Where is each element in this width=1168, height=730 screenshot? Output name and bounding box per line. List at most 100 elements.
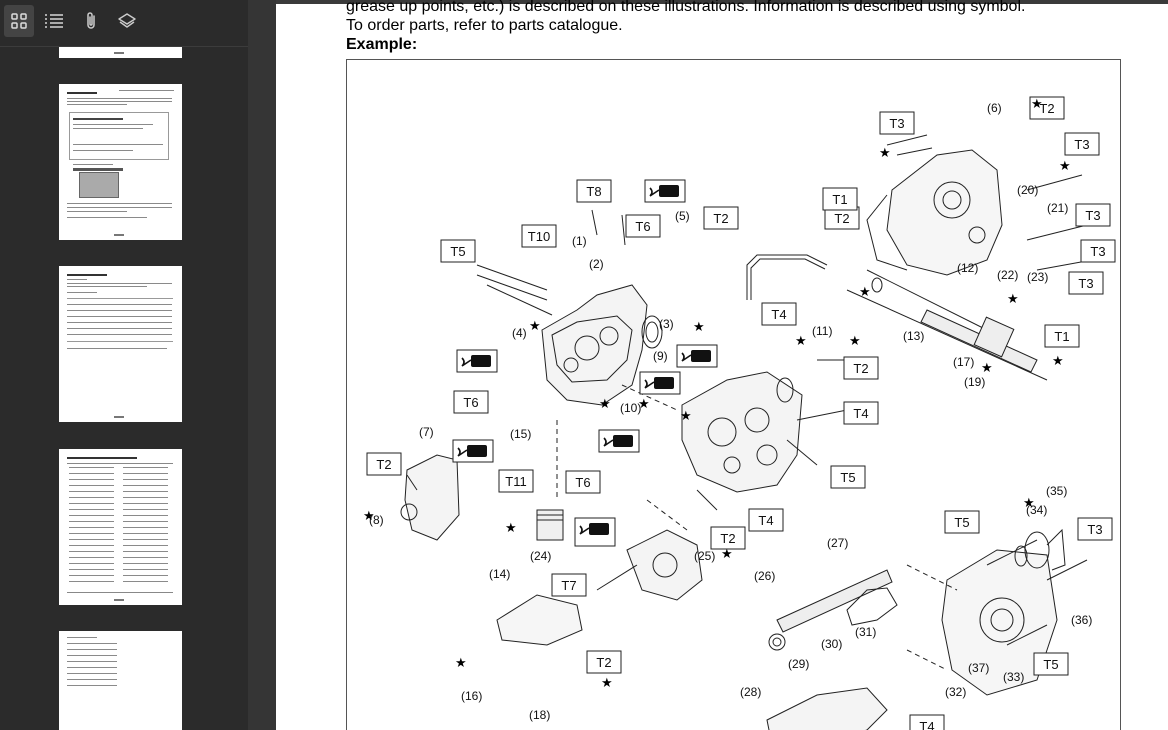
svg-text:T2: T2 [376, 457, 391, 472]
svg-text:T5: T5 [840, 470, 855, 485]
svg-text:T6: T6 [575, 475, 590, 490]
part-reference-label: (32) [945, 685, 966, 699]
part-reference-label: (16) [461, 689, 482, 703]
torque-box: T3 [1068, 271, 1104, 295]
star-marker-icon: ★ [1007, 291, 1019, 306]
lubricant-symbol-icon [456, 349, 498, 373]
star-marker-icon: ★ [363, 508, 375, 523]
torque-box: T4 [843, 401, 879, 425]
svg-text:T3: T3 [1090, 244, 1105, 259]
torque-box: T8 [576, 179, 612, 203]
svg-text:T2: T2 [853, 361, 868, 376]
torque-box: T3 [1080, 239, 1116, 263]
svg-text:T2: T2 [713, 211, 728, 226]
page-thumbnail[interactable] [59, 266, 182, 422]
lubricant-symbol-icon [574, 517, 616, 547]
torque-box: T2 [710, 526, 746, 550]
part-reference-label: (14) [489, 567, 510, 581]
page-thumbnail[interactable] [59, 84, 182, 240]
part-reference-label: (35) [1046, 484, 1067, 498]
svg-text:T4: T4 [758, 513, 773, 528]
part-reference-label: (36) [1071, 613, 1092, 627]
part-reference-label: (21) [1047, 201, 1068, 215]
part-reference-label: (9) [653, 349, 668, 363]
part-reference-label: (7) [419, 425, 434, 439]
star-marker-icon: ★ [455, 655, 467, 670]
svg-text:T3: T3 [1074, 137, 1089, 152]
lubricant-symbol-icon [676, 344, 718, 368]
svg-text:T4: T4 [919, 719, 934, 730]
thumbnails-view-button[interactable] [4, 5, 34, 37]
torque-box: T3 [1064, 132, 1100, 156]
svg-text:T1: T1 [832, 192, 847, 207]
torque-box: T2 [366, 452, 402, 476]
svg-text:T2: T2 [720, 531, 735, 546]
svg-text:T3: T3 [1078, 276, 1093, 291]
svg-text:T2: T2 [834, 211, 849, 226]
torque-box: T6 [625, 214, 661, 238]
torque-box: T2 [586, 650, 622, 674]
part-reference-label: (25) [694, 549, 715, 563]
part-reference-label: (26) [754, 569, 775, 583]
part-reference-label: (33) [1003, 670, 1024, 684]
layers-icon [118, 13, 136, 28]
part-reference-label: (12) [957, 261, 978, 275]
sidebar-splitter[interactable] [248, 0, 276, 730]
part-reference-label: (30) [821, 637, 842, 651]
star-marker-icon: ★ [879, 145, 891, 160]
torque-box: T2 [824, 206, 860, 230]
svg-text:T3: T3 [889, 116, 904, 131]
torque-box: T2 [843, 356, 879, 380]
lubricant-symbol-icon [452, 439, 494, 463]
star-marker-icon: ★ [721, 546, 733, 561]
part-reference-label: (5) [675, 209, 690, 223]
torque-box: T3 [1075, 203, 1111, 227]
part-reference-label: (2) [589, 257, 604, 271]
star-marker-icon: ★ [599, 396, 611, 411]
star-marker-icon: ★ [680, 408, 692, 423]
svg-text:T4: T4 [771, 307, 786, 322]
part-reference-label: (1) [572, 234, 587, 248]
part-reference-label: (22) [997, 268, 1018, 282]
part-reference-label: (15) [510, 427, 531, 441]
body-text-line: To order parts, refer to parts catalogue… [346, 17, 623, 34]
star-marker-icon: ★ [859, 284, 871, 299]
star-marker-icon: ★ [529, 318, 541, 333]
sidebar-toolbar [0, 0, 248, 47]
torque-box: T1 [1044, 324, 1080, 348]
part-reference-label: (34) [1026, 503, 1047, 517]
attachments-view-button[interactable] [76, 5, 106, 37]
torque-box: T5 [944, 510, 980, 534]
star-marker-icon: ★ [1059, 158, 1071, 173]
torque-box: T3 [1077, 517, 1113, 541]
part-reference-label: (13) [903, 329, 924, 343]
star-marker-icon: ★ [693, 319, 705, 334]
torque-box: T2 [1029, 96, 1065, 120]
top-border [276, 0, 1168, 4]
list-icon [45, 14, 63, 28]
torque-box: T10 [521, 224, 557, 248]
layers-view-button[interactable] [112, 5, 142, 37]
torque-box: T3 [879, 111, 915, 135]
torque-box: T11 [498, 469, 534, 493]
torque-box: T4 [909, 714, 945, 730]
part-reference-label: (31) [855, 625, 876, 639]
example-heading: Example: [346, 36, 418, 53]
torque-box: T4 [761, 302, 797, 326]
svg-text:T8: T8 [586, 184, 601, 199]
part-reference-label: (24) [530, 549, 551, 563]
svg-text:T1: T1 [1054, 329, 1069, 344]
star-marker-icon: ★ [601, 675, 613, 690]
star-marker-icon: ★ [795, 333, 807, 348]
body-text-line: grease up points, etc.) is described on … [346, 0, 1026, 15]
star-marker-icon: ★ [638, 396, 650, 411]
svg-text:T6: T6 [463, 395, 478, 410]
part-reference-label: (27) [827, 536, 848, 550]
paperclip-icon [87, 12, 95, 29]
outline-view-button[interactable] [39, 5, 69, 37]
part-reference-label: (23) [1027, 270, 1048, 284]
torque-box: T5 [1033, 652, 1069, 676]
page-thumbnail[interactable] [59, 449, 182, 605]
page-thumbnail[interactable] [59, 631, 182, 730]
